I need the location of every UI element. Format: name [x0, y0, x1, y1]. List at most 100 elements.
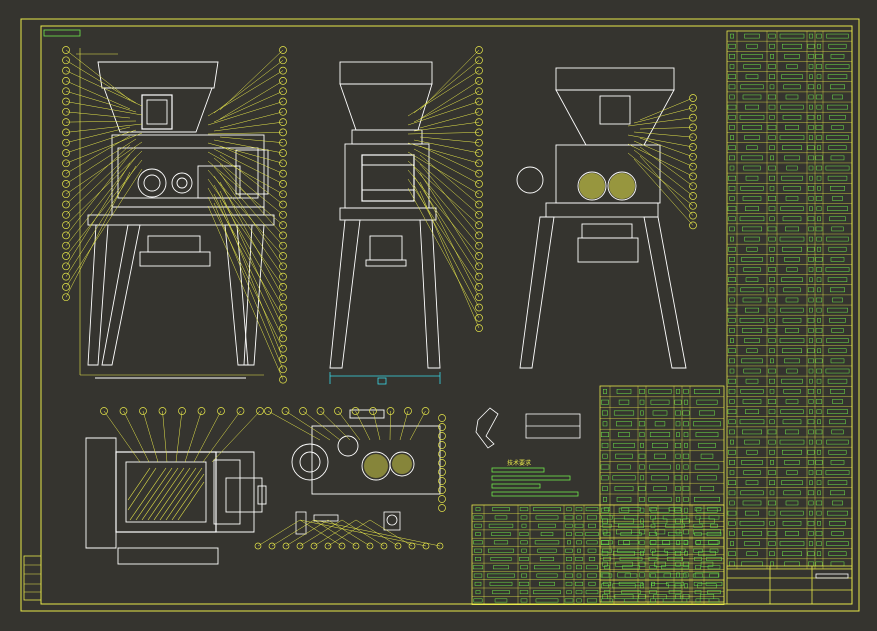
table-cell-text	[807, 145, 815, 151]
callout-balloon	[279, 283, 287, 291]
table-cell-text	[743, 64, 761, 69]
leader-line	[413, 184, 480, 308]
callout-balloon	[279, 365, 287, 374]
callout-balloon	[279, 97, 287, 106]
callout-balloon	[689, 162, 697, 171]
table-cell-text	[621, 507, 641, 512]
leader-line	[285, 519, 329, 547]
table-cell-text	[783, 490, 801, 496]
table-cell-text	[728, 277, 736, 282]
table-cell-text	[769, 277, 775, 282]
table-cell-text	[730, 236, 734, 242]
callout-balloon	[279, 46, 287, 54]
callout-balloon	[279, 138, 287, 147]
table-cell-text	[728, 287, 736, 293]
table-cell-text	[769, 186, 775, 191]
table-cell-text	[729, 399, 735, 404]
table-cell-text	[475, 532, 481, 536]
callout-balloon	[475, 169, 483, 178]
table-cell-text	[614, 594, 634, 600]
table-cell-text	[728, 480, 736, 485]
table-cell-text	[585, 507, 599, 512]
table-cell-text	[662, 598, 688, 603]
table-cell-text	[782, 317, 802, 323]
table-cell-text	[831, 429, 844, 435]
table-cell-text	[674, 442, 682, 448]
table-cell-text	[809, 104, 813, 110]
table-cell-text	[650, 515, 656, 520]
table-cell-text	[693, 523, 703, 528]
leader-line	[639, 137, 694, 158]
callout-balloon	[62, 221, 70, 229]
table-cell-text	[653, 594, 667, 600]
leader-line	[219, 145, 284, 174]
table-cell-text	[695, 540, 719, 546]
leader-line	[175, 410, 183, 463]
callout-balloon	[438, 504, 446, 512]
table-cell-text	[827, 409, 848, 414]
callout-balloon	[62, 118, 70, 126]
table-cell-text	[815, 226, 823, 232]
callout-balloon	[351, 407, 360, 415]
table-cell-text	[602, 410, 608, 416]
leader-line	[65, 171, 131, 298]
callout-balloon	[279, 159, 287, 168]
leader-line	[207, 101, 284, 126]
table-cell-text	[566, 557, 572, 561]
table-cell-text	[698, 442, 716, 448]
table-cell-text	[781, 480, 803, 485]
table-cell-text	[816, 439, 822, 445]
table-cell-text	[785, 531, 799, 536]
table-cell-text	[519, 532, 529, 536]
table-cell-text	[831, 226, 844, 232]
table-cell-text	[815, 54, 823, 59]
callout-balloon	[475, 159, 483, 168]
table-cell-text	[683, 529, 689, 535]
table-cell-text	[699, 594, 715, 600]
callout-balloon	[62, 149, 70, 157]
table-cell-text	[576, 565, 582, 570]
table-cell-text	[745, 409, 759, 414]
table-cell-text	[728, 378, 736, 384]
table-cell-text	[650, 598, 656, 603]
table-cell-text	[675, 561, 681, 567]
table-cell-text	[830, 490, 845, 496]
leader-line	[213, 184, 284, 308]
callout-balloon	[475, 241, 483, 250]
callout-balloon	[689, 94, 697, 102]
title-block	[726, 565, 853, 605]
parts-list-table-middle	[599, 385, 725, 603]
table-cell-text	[728, 520, 736, 526]
table-cell-text	[613, 550, 635, 556]
table-cell-text	[575, 581, 583, 586]
callout-balloon	[475, 324, 483, 332]
callout-balloon	[279, 252, 287, 260]
table-cell-text	[729, 368, 735, 374]
leader-line	[419, 111, 480, 129]
table-cell-text	[650, 399, 670, 405]
table-cell-text	[667, 532, 683, 536]
table-cell-text	[808, 460, 814, 465]
table-cell-text	[710, 523, 718, 528]
leader-line	[407, 169, 480, 257]
side-view	[329, 61, 441, 369]
callout-balloon	[334, 407, 342, 415]
table-cell-text	[493, 540, 509, 545]
table-cell-text	[728, 114, 736, 120]
table-cell-text	[743, 368, 761, 374]
leader-line	[65, 120, 137, 123]
table-cell-text	[520, 540, 528, 545]
table-cell-text	[769, 84, 775, 90]
table-cell-text	[706, 557, 722, 561]
table-cell-text	[666, 581, 684, 586]
table-cell-text	[601, 399, 609, 405]
table-cell-text	[809, 206, 813, 211]
table-cell-text	[785, 226, 799, 232]
table-cell-text	[534, 540, 560, 545]
table-cell-text	[649, 565, 657, 570]
table-cell-text	[709, 573, 719, 578]
table-cell-text	[475, 590, 481, 595]
table-cell-text	[652, 550, 668, 556]
table-cell-text	[575, 532, 583, 536]
table-cell-text	[640, 518, 644, 524]
